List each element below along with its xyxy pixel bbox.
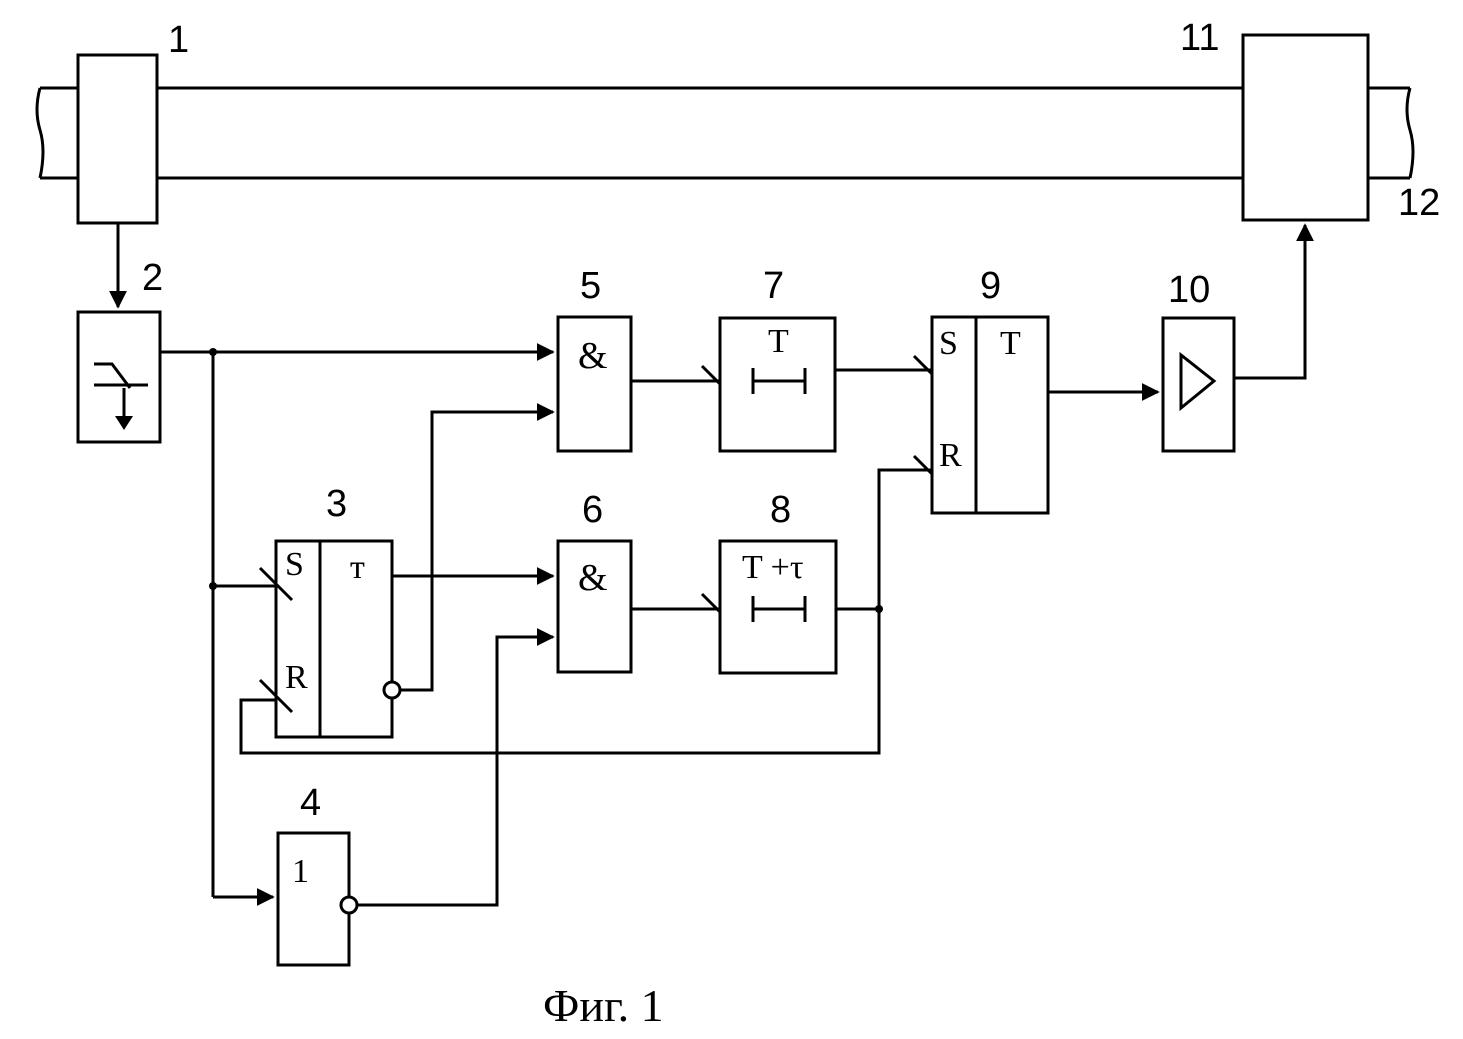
trigger3-set: S: [285, 546, 304, 583]
trigger3-type: т: [350, 549, 365, 586]
block-11-switch: [1243, 35, 1368, 220]
trigger9-type: T: [1000, 325, 1021, 362]
inverted-output-4: [341, 897, 357, 913]
timer8-label: T +τ: [742, 549, 804, 586]
label-6: 6: [582, 489, 603, 531]
label-9: 9: [980, 265, 1001, 307]
label-4: 4: [300, 782, 321, 824]
inverted-output-3: [384, 682, 400, 698]
block-1-sensor: [78, 55, 157, 223]
power-line: [37, 88, 1413, 178]
block-10-amplifier: [1163, 318, 1234, 451]
label-2: 2: [142, 257, 163, 299]
label-3: 3: [326, 483, 347, 525]
gate5-label: &: [578, 335, 608, 377]
trigger9-reset: R: [939, 437, 962, 474]
block-4-not: [278, 833, 349, 965]
label-7: 7: [763, 265, 784, 307]
junction-dot: [209, 582, 217, 590]
figure-caption: Фиг. 1: [543, 980, 664, 1031]
label-1: 1: [168, 19, 189, 61]
label-8: 8: [770, 489, 791, 531]
inverter4-label: 1: [292, 853, 309, 890]
block-2-threshold: [78, 312, 160, 442]
label-11: 11: [1180, 17, 1219, 59]
trigger3-reset: R: [285, 659, 308, 696]
junction-dot: [209, 348, 217, 356]
label-10: 10: [1168, 269, 1210, 311]
timer7-label: T: [768, 323, 789, 360]
label-12: 12: [1398, 182, 1440, 224]
gate6-label: &: [578, 557, 608, 599]
trigger9-set: S: [939, 325, 958, 362]
label-5: 5: [580, 265, 601, 307]
